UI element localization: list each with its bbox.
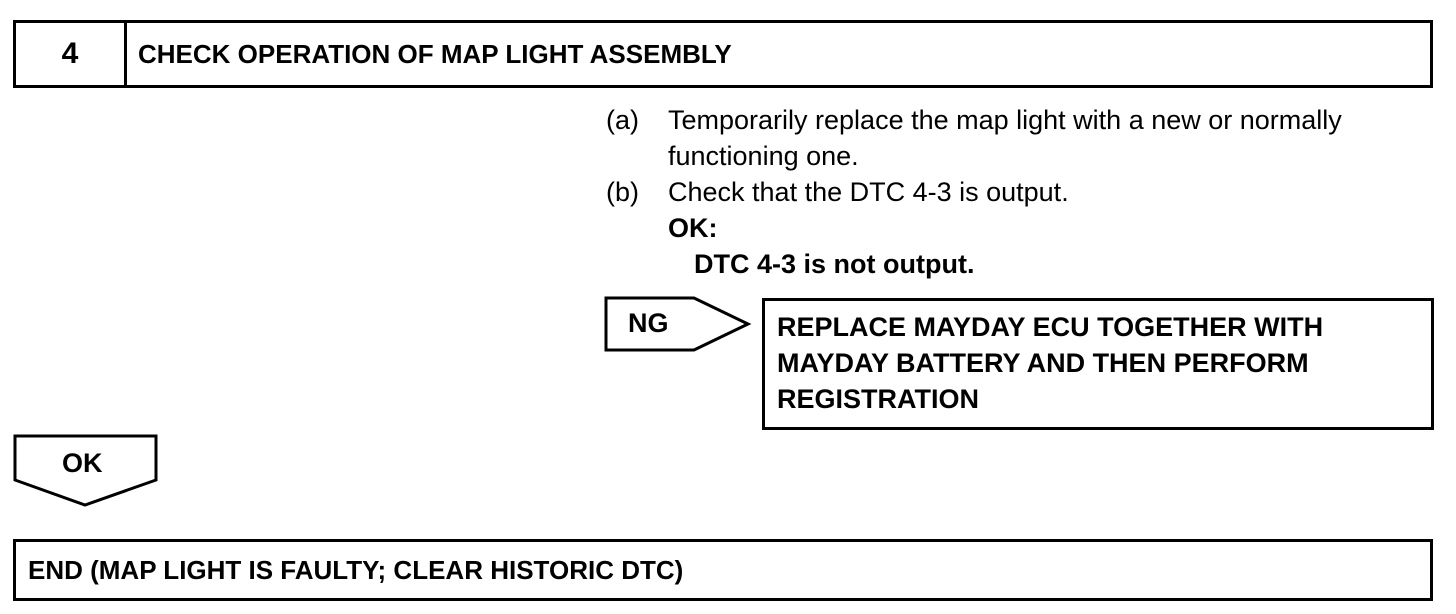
ok-arrow: [13, 434, 158, 507]
end-box: END (MAP LIGHT IS FAULTY; CLEAR HISTORIC…: [13, 539, 1433, 601]
ng-result-line1: REPLACE MAYDAY ECU TOGETHER WITH: [777, 312, 1324, 342]
instruction-a-line2: functioning one.: [668, 141, 859, 171]
step-header: 4 CHECK OPERATION OF MAP LIGHT ASSEMBLY: [13, 20, 1433, 88]
instruction-a-line1: Temporarily replace the map light with a…: [668, 105, 1342, 135]
instruction-a: (a) Temporarily replace the map light wi…: [606, 102, 1436, 174]
step-title: CHECK OPERATION OF MAP LIGHT ASSEMBLY: [138, 38, 732, 69]
ng-result-line3: REGISTRATION: [777, 384, 979, 414]
ng-arrow: [604, 296, 752, 352]
end-text: END (MAP LIGHT IS FAULTY; CLEAR HISTORIC…: [28, 554, 684, 585]
ok-criterion-label: OK:: [668, 213, 718, 243]
ok-arrow-label: OK: [62, 448, 103, 478]
ng-result-line2: MAYDAY BATTERY AND THEN PERFORM: [777, 348, 1309, 378]
instruction-b-tag: (b): [606, 177, 639, 207]
ng-arrow-label: NG: [628, 308, 669, 338]
ng-result-box: REPLACE MAYDAY ECU TOGETHER WITH MAYDAY …: [762, 298, 1434, 430]
instruction-a-tag: (a): [606, 105, 639, 135]
instruction-b-text: Check that the DTC 4-3 is output.: [668, 177, 1069, 207]
ok-criterion-text: DTC 4-3 is not output.: [694, 249, 975, 279]
instruction-b: (b) Check that the DTC 4-3 is output. OK…: [606, 174, 1436, 284]
step-number: 4: [16, 23, 127, 85]
